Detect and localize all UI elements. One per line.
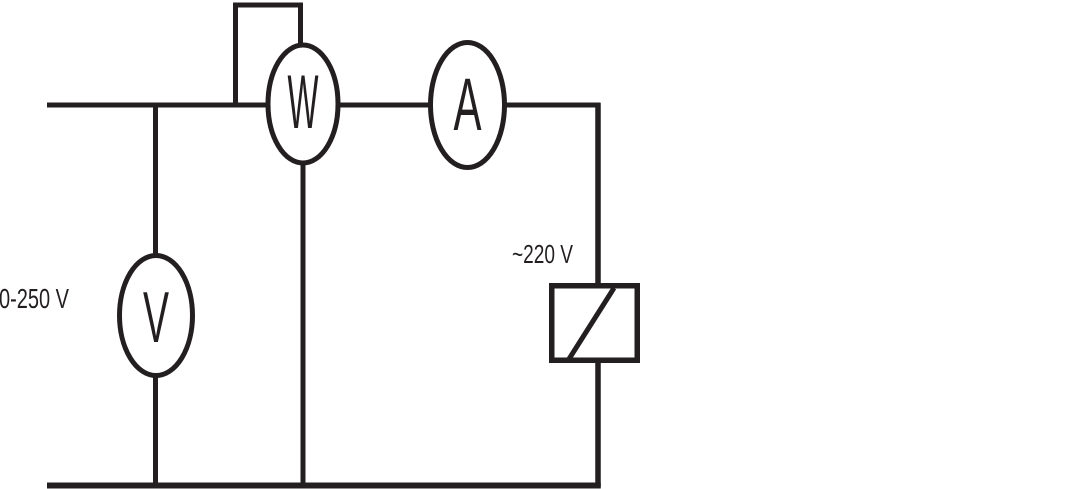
voltmeter-circle (117, 253, 195, 378)
supply-range-label: 0-250 V (0, 283, 69, 314)
load-diagonal-stroke (566, 286, 617, 361)
wattmeter-circle (265, 42, 341, 166)
ammeter-circle (428, 40, 507, 170)
wattmeter-symbol: W (288, 60, 319, 145)
load-voltage-label: ~220 V (512, 239, 573, 269)
wattmeter-voltage-coil-loop (233, 2, 303, 108)
voltmeter-symbol: V (143, 278, 169, 358)
ammeter-symbol: A (454, 63, 482, 146)
